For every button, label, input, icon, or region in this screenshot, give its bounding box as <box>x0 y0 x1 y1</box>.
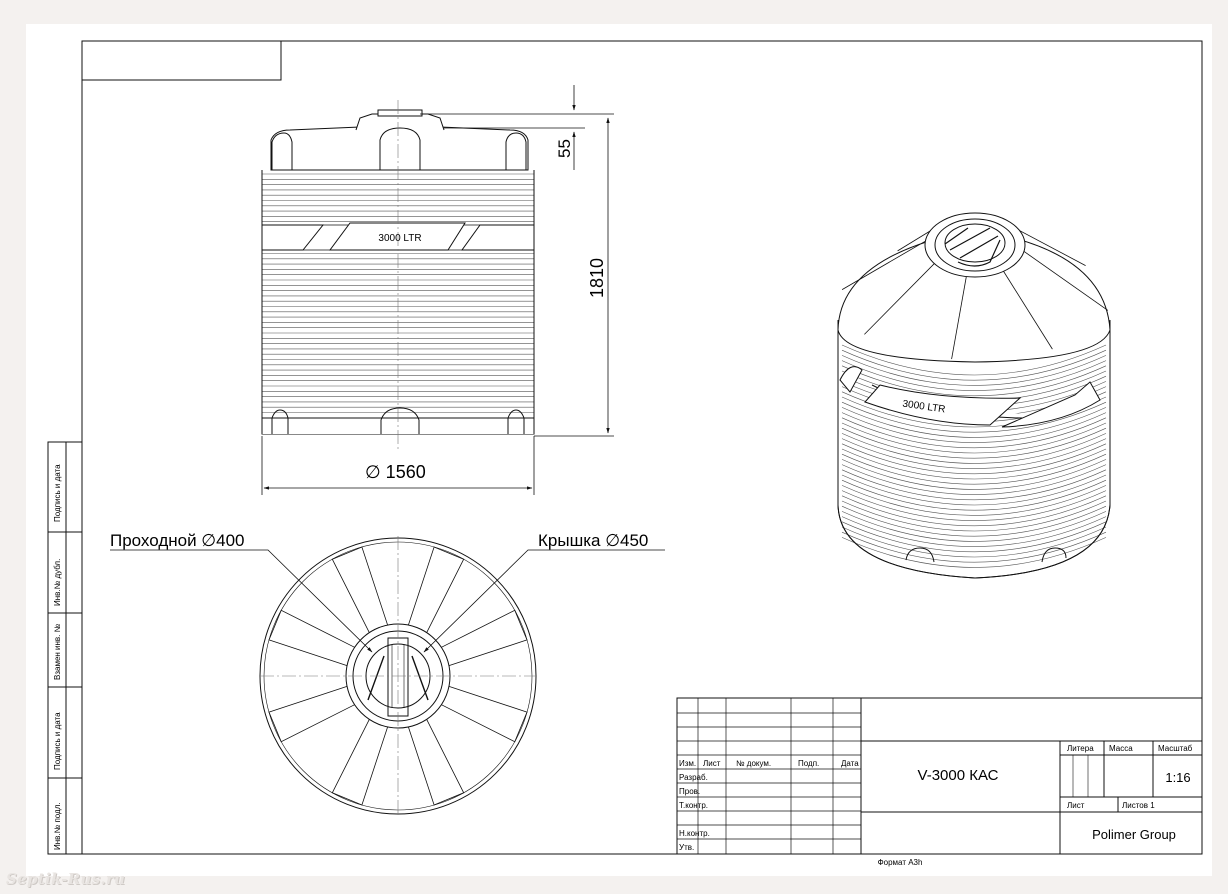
iso-rib-line <box>841 407 1107 438</box>
tb-header-date: Дата <box>841 759 859 768</box>
tb-format: Формат A3h <box>878 858 923 867</box>
spoke-line <box>331 719 388 806</box>
iso-rib-line <box>841 365 1107 396</box>
iso-rib-line <box>841 360 1107 391</box>
label-lid: Крышка ∅450 <box>538 531 648 550</box>
iso-dome-rib <box>1014 227 1086 266</box>
iso-rib-line <box>841 516 1107 547</box>
spoke-line <box>268 609 355 666</box>
drawing-frame <box>81 40 1203 855</box>
tank-top-view <box>259 536 537 816</box>
iso-rib-line <box>841 505 1107 537</box>
iso-rib-line <box>841 443 1107 474</box>
iso-rib-line <box>841 344 1107 376</box>
iso-rib-line <box>841 438 1107 469</box>
side-field-sign-date-2: Подпись и дата <box>53 712 62 770</box>
iso-rib-line <box>841 412 1107 443</box>
tb-scale-value: 1:16 <box>1165 770 1190 785</box>
spoke-line <box>408 546 465 633</box>
iso-rib-line <box>841 417 1107 448</box>
iso-rib-line <box>841 531 1107 563</box>
tb-row-utv: Утв. <box>679 843 694 852</box>
iso-rib-line <box>841 433 1107 464</box>
tb-header-docnum: № докум. <box>736 759 771 768</box>
title-block-headers: Изм. Лист № докум. Подп. Дата Разраб. Пр… <box>679 759 859 852</box>
tb-row-tkontr: Т.контр. <box>679 801 708 810</box>
tb-mass-label: Масса <box>1109 744 1133 753</box>
iso-dome-rib <box>951 274 968 360</box>
tb-scale-label: Масштаб <box>1158 744 1193 753</box>
iso-rib-line <box>841 521 1107 552</box>
dimension-lines <box>261 85 614 495</box>
iso-rib-line <box>841 422 1107 454</box>
iso-rib-line <box>841 355 1107 386</box>
iso-rib-line <box>841 526 1107 558</box>
tb-header-list: Лист <box>703 759 721 768</box>
iso-rib-line <box>841 464 1107 495</box>
title-block <box>676 697 1203 855</box>
iso-rib-line <box>841 453 1107 485</box>
tb-header-sign: Подп. <box>798 759 819 768</box>
tb-row-nkontr: Н.контр. <box>679 829 710 838</box>
spoke-line <box>441 609 528 666</box>
label-manhole: Проходной ∅400 <box>110 531 244 550</box>
tb-sheets-label: Листов 1 <box>1122 801 1155 810</box>
spoke-line <box>331 546 388 633</box>
iso-rib-line <box>841 474 1107 506</box>
dim-diameter: ∅ 1560 <box>365 462 426 482</box>
iso-dome-rib <box>1002 269 1053 350</box>
iso-rib-line <box>841 490 1107 521</box>
iso-rib-line <box>841 427 1107 459</box>
side-field-replace-inv: Взамен инв. № <box>53 623 62 680</box>
tb-litera-label: Литера <box>1067 744 1094 753</box>
tank-isometric-view <box>837 212 1111 579</box>
watermark-text: Septik-Rus.ru <box>6 870 126 888</box>
iso-rib-line <box>841 511 1107 542</box>
tb-designation: V-3000 КАС <box>918 767 999 784</box>
tb-company: Polimer Group <box>1092 827 1176 842</box>
side-stamp <box>47 441 83 855</box>
leader-lines <box>110 549 665 653</box>
iso-rib-line <box>841 500 1107 532</box>
tb-sheet-label: Лист <box>1067 801 1085 810</box>
iso-rib-line <box>841 459 1107 490</box>
side-field-dup-inv: Инв.№ дубл. <box>53 559 62 606</box>
iso-rib-line <box>841 469 1107 500</box>
tb-row-razrab: Разраб. <box>679 773 708 782</box>
iso-rib-line <box>841 479 1107 511</box>
side-field-sign-date-1: Подпись и дата <box>53 464 62 522</box>
spoke-line <box>408 719 465 806</box>
iso-dome-rib <box>841 239 928 290</box>
side-field-orig-inv: Инв.№ подл. <box>53 802 62 850</box>
dim-top-offset: 55 <box>555 139 574 158</box>
spoke-line <box>268 686 355 743</box>
front-tank-label: 3000 LTR <box>378 233 421 244</box>
iso-rib-line <box>841 401 1107 433</box>
iso-rib-line <box>841 537 1107 568</box>
iso-rib-line <box>841 349 1107 381</box>
tb-header-izm: Изм. <box>679 759 696 768</box>
tank-front-view <box>261 100 535 450</box>
iso-rib-line <box>841 495 1107 526</box>
spoke-line <box>441 686 528 743</box>
iso-dome-rib <box>1022 249 1109 311</box>
dim-height: 1810 <box>587 258 607 298</box>
iso-rib-line <box>841 448 1107 480</box>
iso-dome-rib <box>864 261 936 335</box>
iso-rib-line <box>841 485 1107 516</box>
tb-row-prov: Пров. <box>679 787 700 796</box>
